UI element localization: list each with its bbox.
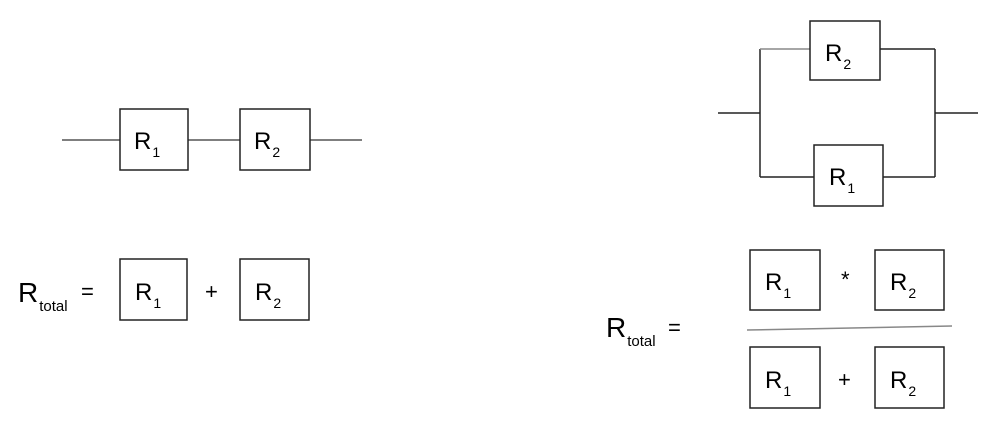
label-letter: R: [135, 279, 152, 306]
denominator-term-r1: R1: [749, 346, 821, 409]
series-resistor-r2: R2: [239, 108, 311, 171]
fraction-bar: [746, 325, 953, 331]
parallel-equals-sign: =: [668, 315, 681, 340]
label-subscript: 1: [783, 285, 791, 301]
label-subscript: total: [39, 298, 67, 315]
label-letter: R: [825, 40, 842, 67]
svg-text:R2: R2: [890, 269, 916, 301]
label-letter: R: [18, 277, 38, 308]
label-letter: R: [765, 269, 782, 296]
svg-text:R2: R2: [254, 128, 280, 160]
parallel-resistor-top: R2: [809, 20, 881, 81]
numerator-term-r1: R1: [749, 249, 821, 311]
parallel-resistor-bottom: R1: [813, 144, 884, 207]
svg-text:R1: R1: [135, 279, 161, 311]
label-letter: R: [254, 128, 271, 155]
parallel-formula: Rtotal = R1 * R2 R1 + R2: [606, 249, 953, 409]
parallel-rtotal-label: Rtotal: [606, 312, 656, 350]
series-resistor-r1: R1: [119, 108, 189, 171]
series-circuit: R1 R2: [62, 108, 362, 171]
parallel-circuit: R2 R1: [718, 20, 978, 207]
denominator-term-r2: R2: [874, 346, 945, 409]
series-plus-operator: +: [205, 279, 218, 304]
label-subscript: 1: [847, 180, 855, 196]
label-letter: R: [765, 367, 782, 394]
label-letter: R: [134, 128, 151, 155]
svg-text:R2: R2: [825, 40, 851, 72]
series-formula: Rtotal = R1 + R2: [18, 258, 310, 321]
svg-text:R2: R2: [255, 279, 281, 311]
label-subscript: 2: [273, 295, 281, 311]
label-letter: R: [890, 367, 907, 394]
label-subscript: 1: [153, 295, 161, 311]
series-term-r2: R2: [239, 258, 310, 321]
label-subscript: 2: [908, 383, 916, 399]
svg-text:R1: R1: [829, 164, 855, 196]
label-subscript: 2: [272, 144, 280, 160]
label-letter: R: [829, 164, 846, 191]
label-subscript: total: [627, 333, 655, 350]
label-letter: R: [606, 312, 626, 343]
label-letter: R: [255, 279, 272, 306]
svg-text:R1: R1: [765, 269, 791, 301]
label-letter: R: [890, 269, 907, 296]
label-subscript: 2: [843, 56, 851, 72]
svg-text:R2: R2: [890, 367, 916, 399]
series-rtotal-label: Rtotal: [18, 277, 68, 315]
multiply-operator: *: [841, 267, 850, 292]
numerator-term-r2: R2: [874, 249, 945, 311]
svg-text:R1: R1: [765, 367, 791, 399]
label-subscript: 1: [152, 144, 160, 160]
label-subscript: 1: [783, 383, 791, 399]
label-subscript: 2: [908, 285, 916, 301]
series-equals-sign: =: [81, 279, 94, 304]
denominator-plus-operator: +: [838, 367, 851, 392]
series-term-r1: R1: [119, 258, 188, 321]
svg-text:R1: R1: [134, 128, 160, 160]
